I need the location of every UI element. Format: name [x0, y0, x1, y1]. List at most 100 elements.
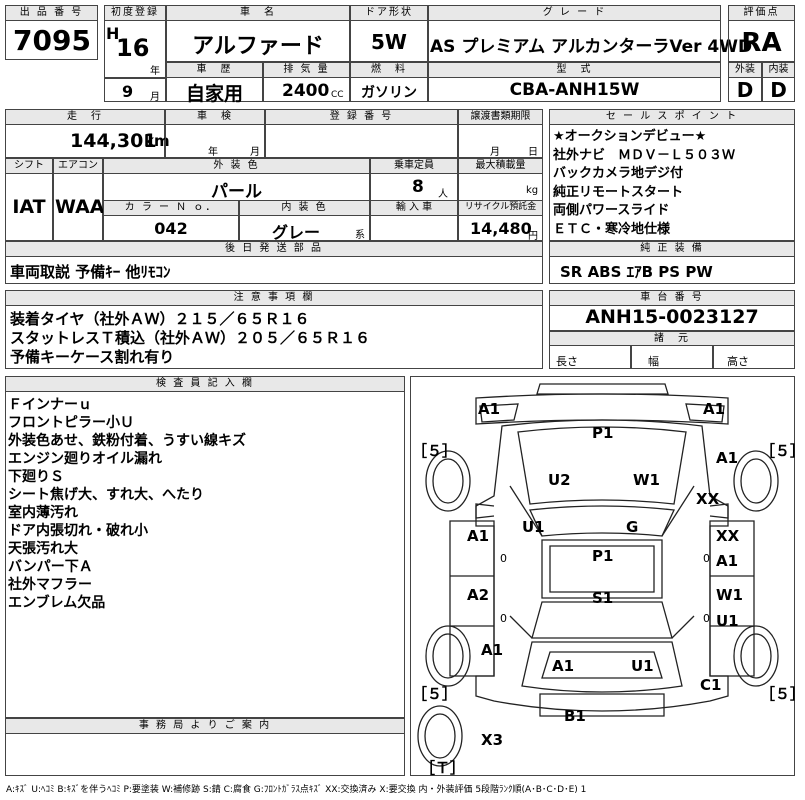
damage-xx: XX [696, 490, 720, 508]
era-h: H [106, 24, 120, 43]
km-unit: km [144, 132, 170, 150]
notes-box [5, 305, 543, 369]
inspection-box [165, 124, 265, 158]
inspector-note: 天張汚れ大 [8, 541, 78, 557]
interior-label: 内装 [762, 62, 795, 78]
recycle-box [458, 215, 543, 241]
import-label: 輸 入 車 [370, 200, 458, 216]
history-box [166, 77, 263, 102]
mark-o: 0 [500, 612, 507, 625]
grade-box [428, 20, 721, 62]
mark-o: 0 [703, 612, 710, 625]
exterior-label: 外装 [728, 62, 762, 78]
displacement-label: 排 気 量 [263, 62, 350, 78]
aircon: WAA [55, 196, 105, 218]
sales-point: 純正リモートスタート [553, 184, 684, 200]
int-color-label: 内 装 色 [239, 200, 370, 216]
chassis-label: 車 台 番 号 [549, 290, 795, 306]
legend: A:ｷｽﾞ U:ﾍｺﾐ B:ｷｽﾞを伴うﾍｺﾐ P:要塗装 W:補修跡 S:錆 … [6, 785, 587, 795]
inspector-note: Ｆインナーｕ [8, 397, 92, 413]
doors: 5W [371, 30, 407, 54]
deadline-day-unit: 日 [528, 147, 538, 158]
inspector-note: エンジン廻りオイル漏れ [8, 451, 162, 467]
lot-number: 7095 [13, 24, 91, 57]
first-reg-year: 16 [116, 34, 150, 62]
later-shipping-label: 後 日 発 送 部 品 [5, 241, 543, 257]
history-label: 車 歴 [166, 62, 263, 78]
year-unit: 年 [150, 66, 160, 77]
doors-label: ドア形状 [350, 5, 428, 21]
color-no-box [103, 215, 239, 241]
inspection-label: 車 検 [165, 109, 265, 125]
inspection-year-unit: 年 [208, 147, 218, 158]
reg-number-label: 登 録 番 号 [265, 109, 458, 125]
dim-height: 高さ [727, 355, 749, 368]
exterior-grade-box [728, 77, 762, 102]
history: 自家用 [185, 83, 243, 105]
damage-s1: S1 [592, 589, 614, 607]
kei-unit: 系 [355, 230, 365, 241]
inspector-note: 外装色あせ、鉄粉付着、うすい線キズ [8, 433, 246, 449]
deadline-month-unit: 月 [490, 147, 500, 158]
aircon-label: エアコン [53, 158, 103, 174]
inspection-month-unit: 月 [250, 147, 260, 158]
grade: AS プレミアム アルカンターラVer 4WD [430, 37, 753, 57]
score-label: 評価点 [728, 5, 795, 21]
damage-p1: P1 [592, 424, 614, 442]
later-shipping-box [5, 256, 543, 284]
damage-p1: P1 [592, 547, 614, 565]
inspector-note: シート焦げ大、すれ大、へたり [8, 487, 204, 503]
damage-a1: A1 [703, 400, 726, 418]
damage-u1: U1 [716, 612, 739, 630]
transfer-deadline-box [458, 124, 543, 158]
sales-point: 社外ナビ ＭＤＶ－Ｌ５０３Ｗ [553, 147, 736, 163]
shift-box [5, 173, 53, 241]
first-reg-label: 初度登録 [104, 5, 166, 21]
damage-b1: B1 [564, 707, 586, 725]
office-box [5, 733, 405, 776]
car-diagram [417, 383, 779, 767]
person-unit: 人 [438, 189, 448, 200]
note-line: 装着タイヤ（社外ＡＷ）２１５／６５Ｒ１６ [10, 310, 310, 328]
chassis-number: ANH15-0023127 [585, 306, 759, 328]
damage-w1: W1 [633, 471, 660, 489]
inspector-note: 室内薄汚れ [8, 505, 78, 521]
damage-a1: A1 [467, 527, 490, 545]
fuel: ガソリン [361, 85, 417, 101]
inspector-note: フロントピラー小Ｕ [8, 415, 134, 431]
lot-number-box [5, 20, 98, 60]
model-label: 型 式 [428, 62, 721, 78]
first-reg-box [104, 20, 166, 78]
damage-u1: U1 [522, 518, 545, 536]
car-name: アルファード [192, 34, 324, 59]
transfer-deadline-label: 譲渡書類期限 [458, 109, 543, 125]
car-diagram-box [410, 376, 795, 776]
note-line: 予備キーケース割れ有り [10, 348, 175, 366]
damage-a1: A1 [478, 400, 501, 418]
mileage-label: 走 行 [5, 109, 165, 125]
genuine-equip-label: 純 正 装 備 [549, 241, 795, 257]
yen-unit: 円 [528, 231, 538, 242]
inspector-note: 社外マフラー [8, 577, 92, 593]
fuel-box [350, 77, 428, 102]
sales-points-list: ★オークションデビュー★ 社外ナビ ＭＤＶ－Ｌ５０３Ｗ バックカメラ地デジ付 純… [553, 128, 735, 239]
tire-lr: ［５］ [412, 685, 458, 703]
dim-length: 長さ [556, 355, 578, 368]
damage-a1: A1 [716, 449, 739, 467]
recycle-fee: 14,480 [470, 219, 532, 238]
dim-width-box [631, 345, 713, 369]
damage-a1: A1 [481, 641, 504, 659]
displacement-box [263, 77, 350, 102]
car-name-label: 車 名 [166, 5, 350, 21]
first-reg-month: 9 [122, 82, 134, 101]
aircon-box [53, 173, 103, 241]
mark-o: 0 [500, 552, 507, 565]
mark-o: 0 [703, 552, 710, 565]
tire-rr: ［５］ [760, 685, 805, 703]
damage-x3: X3 [481, 731, 504, 749]
color-no-label: カ ラ ー Ｎ ｏ． [103, 200, 239, 216]
color-no: 042 [154, 219, 188, 238]
sales-point: ＥＴＣ・寒冷地仕様 [553, 221, 671, 237]
score-box [728, 20, 795, 62]
cc-unit: CC [331, 90, 344, 100]
